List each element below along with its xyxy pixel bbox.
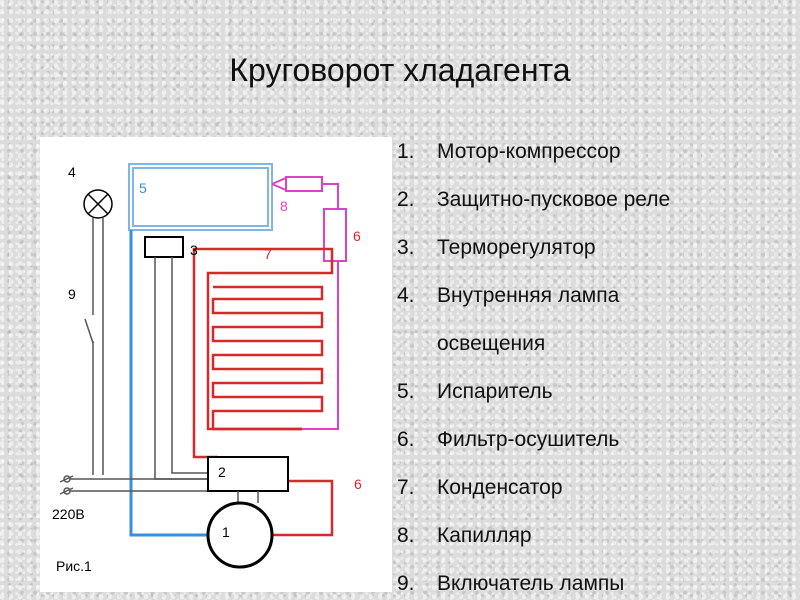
- label-lamp: 4: [68, 164, 76, 180]
- legend-text: Фильтр-осушитель: [437, 428, 620, 451]
- legend-number: 6.: [397, 428, 415, 451]
- label-voltage: 220В: [52, 506, 85, 522]
- capillary: [271, 176, 347, 430]
- slide-title: Круговорот хладагента: [229, 52, 571, 88]
- legend-item: 2. Защитно-пусковое реле: [397, 188, 792, 212]
- legend-item: 6. Фильтр-осушитель: [397, 428, 792, 452]
- legend-item: 3. Терморегулятор: [397, 236, 792, 260]
- lamp: [83, 189, 113, 219]
- label-compressor: 1: [222, 524, 230, 540]
- legend-number: 7.: [397, 476, 415, 499]
- legend-number: 2.: [397, 188, 415, 211]
- legend-text: Включатель лампы: [437, 572, 625, 595]
- legend-number: 8.: [397, 524, 415, 547]
- legend-text: Защитно-пусковое реле: [437, 188, 671, 211]
- label-figure: Рис.1: [56, 558, 92, 574]
- label-relay: 2: [218, 464, 226, 480]
- suction-line: [129, 230, 216, 537]
- thermostat: [144, 236, 184, 258]
- compressor: [206, 501, 274, 569]
- label-switch: 9: [68, 286, 76, 302]
- legend-item: 9. Включатель лампы: [397, 572, 792, 596]
- thermostat-wires: [154, 257, 208, 480]
- legend-text: Мотор-компрессор: [437, 140, 621, 163]
- legend-item: 5. Испаритель: [397, 380, 792, 404]
- label-filter: 6: [353, 228, 361, 244]
- legend-number: 9.: [397, 572, 415, 595]
- component-legend: 1. Мотор-компрессор 2. Защитно-пусковое …: [397, 140, 792, 600]
- lamp-wires: [84, 218, 104, 475]
- legend-item: 7. Конденсатор: [397, 476, 792, 500]
- label-filter-lower: 6: [354, 476, 362, 492]
- legend-text: Капилляр: [437, 524, 532, 547]
- legend-number: 3.: [397, 236, 415, 259]
- legend-number: 4.: [397, 284, 415, 307]
- relay: [207, 456, 289, 492]
- legend-number: 1.: [397, 140, 415, 163]
- legend-text-line2: освещения: [437, 332, 546, 355]
- label-condenser: 7: [264, 246, 272, 262]
- condenser: [192, 247, 334, 537]
- legend-text: Терморегулятор: [437, 236, 596, 259]
- legend-text-line1: Внутренняя лампа: [437, 284, 620, 307]
- legend-text: Внутренняя лампа освещения: [437, 284, 792, 356]
- label-thermostat: 3: [190, 242, 198, 258]
- evaporator: [128, 163, 273, 231]
- legend-item: 8. Капилляр: [397, 524, 792, 548]
- legend-text: Конденсатор: [437, 476, 563, 499]
- refrigerator-diagram: 4 5 8 6 3 7 9 2 6 1 220В Рис.1: [40, 137, 392, 592]
- legend-item: 4. Внутренняя лампа освещения: [397, 284, 792, 356]
- legend-item: 1. Мотор-компрессор: [397, 140, 792, 164]
- legend-text: Испаритель: [437, 380, 553, 403]
- label-evaporator: 5: [139, 180, 147, 196]
- power-terminals: [59, 475, 208, 495]
- relay-wires: [237, 491, 259, 503]
- label-capillary: 8: [280, 198, 288, 214]
- legend-number: 5.: [397, 380, 415, 403]
